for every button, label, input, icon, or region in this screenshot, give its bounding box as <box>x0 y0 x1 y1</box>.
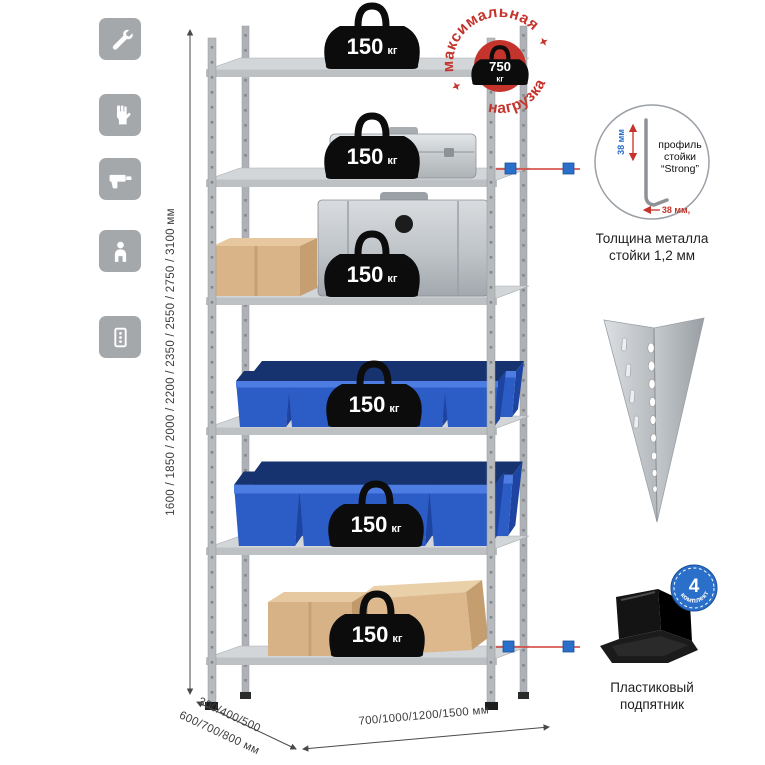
svg-text:38 мм: 38 мм <box>616 129 626 155</box>
svg-text:профиль: профиль <box>658 139 702 151</box>
svg-text:кг: кг <box>496 74 504 83</box>
max-load-weight: 750 кг <box>471 47 528 85</box>
wrench-icon <box>99 18 141 60</box>
svg-text:стойки: стойки <box>664 151 696 163</box>
svg-text:подпятник: подпятник <box>620 697 684 712</box>
svg-text:стойки 1,2 мм: стойки 1,2 мм <box>609 248 695 263</box>
svg-text:4: 4 <box>689 576 700 597</box>
svg-text:“Strong”: “Strong” <box>661 163 699 175</box>
upright-post-image <box>603 317 705 523</box>
profile-detail: 38 мм 38 мм, профиль стойки “Strong” <box>594 104 710 220</box>
cardboard-box-small <box>213 238 317 296</box>
drill-glyph <box>109 174 131 188</box>
svg-text:Толщина металла: Толщина металла <box>596 231 709 246</box>
callout-line-bottom <box>496 640 580 653</box>
svg-text:700/1000/1200/1500 мм: 700/1000/1200/1500 мм <box>358 704 489 727</box>
profile-drawing <box>644 118 669 207</box>
max-load-stamp: максимальная нагрузка 750 кг <box>422 0 556 127</box>
wrench-glyph <box>112 29 133 50</box>
svg-text:750: 750 <box>489 59 511 74</box>
svg-text:Пластиковый: Пластиковый <box>610 680 694 695</box>
width-dimension: 700/1000/1200/1500 мм <box>302 704 550 752</box>
height-dimension: 1600 / 1850 / 2000 / 2200 / 2350 / 2550 … <box>165 29 194 695</box>
depth-dimension: 300/400/500 600/700/800 мм <box>177 696 297 757</box>
plastic-foot-image <box>600 589 698 663</box>
drill-icon <box>99 158 141 200</box>
foot-caption: Пластиковый подпятник <box>610 680 694 712</box>
svg-text:1600 / 1850 / 2000 / 2200 / 23: 1600 / 1850 / 2000 / 2200 / 2350 / 2550 … <box>165 208 177 516</box>
gloves-icon <box>99 94 141 136</box>
person-glyph <box>114 241 126 262</box>
person-icon <box>99 230 141 272</box>
gloves-glyph <box>116 105 131 124</box>
profile-caption: Толщина металла стойки 1,2 мм <box>596 231 709 263</box>
perforated-upright-icon <box>99 316 141 358</box>
svg-text:38 мм,: 38 мм, <box>662 205 690 215</box>
callout-line-top <box>496 162 580 175</box>
perforated-upright-glyph <box>113 327 127 347</box>
